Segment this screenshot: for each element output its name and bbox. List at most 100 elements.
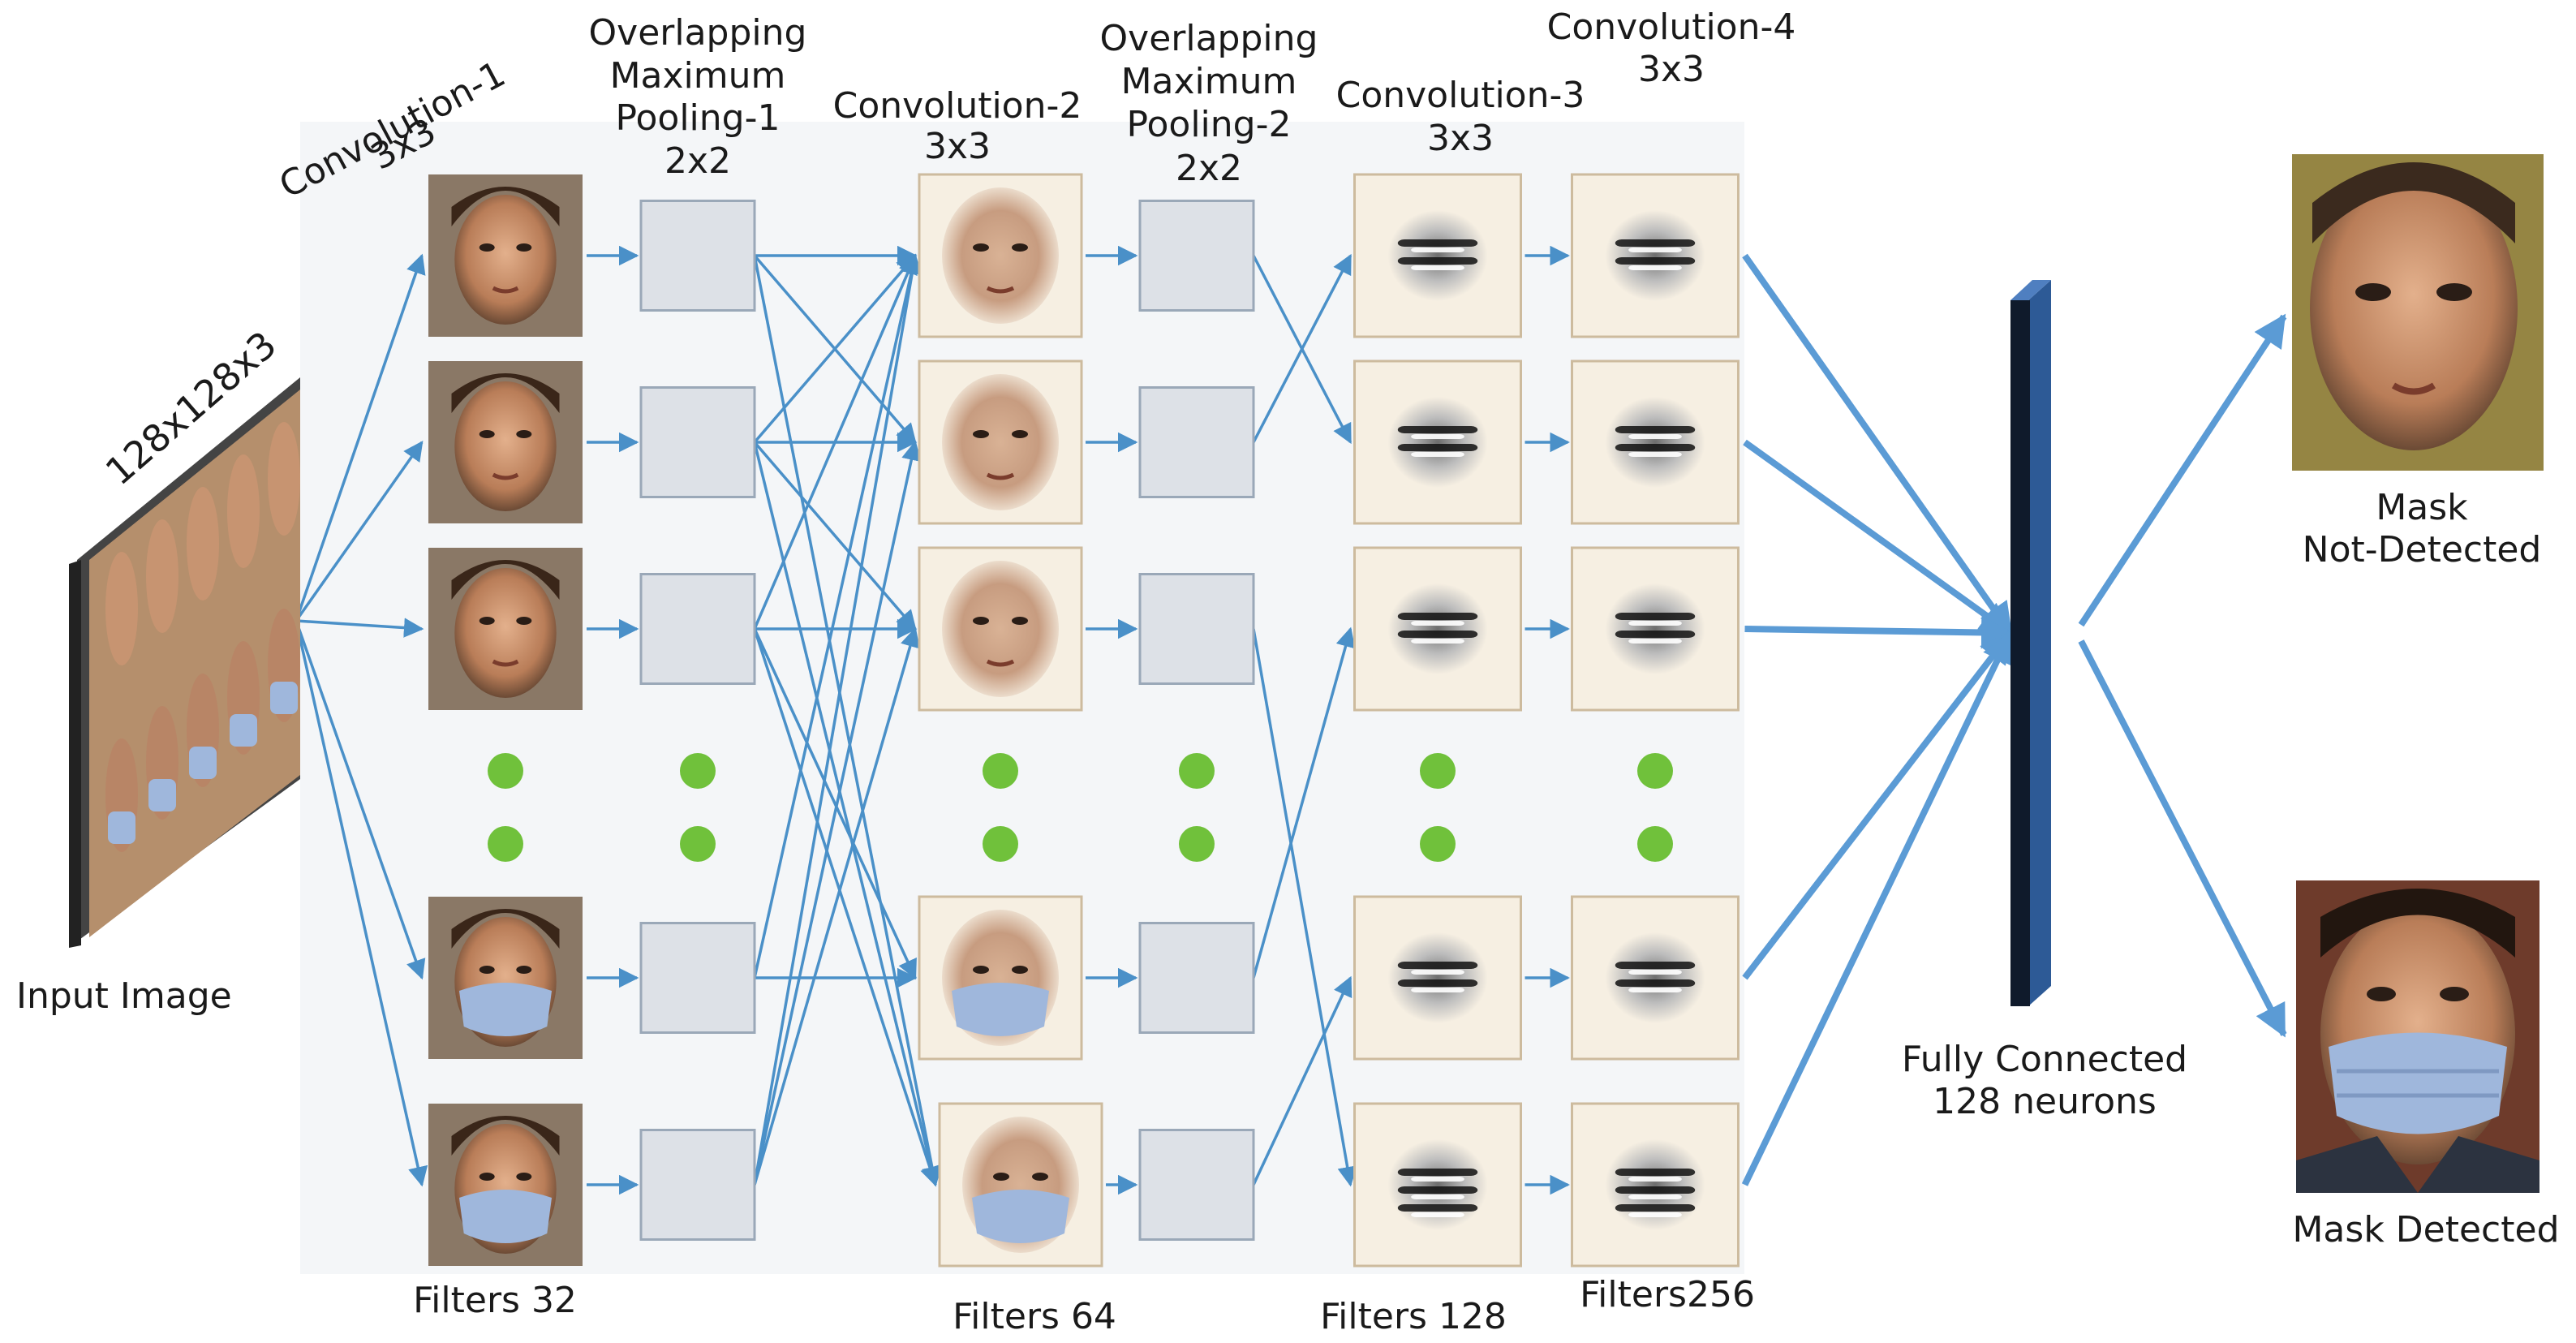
pool2-title-line1: Overlapping xyxy=(1100,18,1318,59)
input-thumb-4-0 xyxy=(268,422,300,536)
layer-nodes xyxy=(428,173,1740,1268)
c4-node-4 xyxy=(1571,895,1740,1061)
c2-node-1 xyxy=(918,173,1083,338)
c1-node-5 xyxy=(428,1104,583,1266)
arrow-fc-mask xyxy=(2078,639,2287,1038)
conv1-filters-label: Filters 32 xyxy=(413,1280,577,1321)
arrow-c4-fc-2 xyxy=(1743,439,2014,636)
c1-node-1 xyxy=(428,174,583,337)
arrow-input-c1-1 xyxy=(295,253,426,622)
conv3-filters-label: Filters 128 xyxy=(1320,1296,1507,1337)
p2-node-1 xyxy=(1138,200,1255,312)
input-thumb-mask-3 xyxy=(230,714,257,747)
output-no-mask-line1: Mask xyxy=(2376,487,2468,528)
p1-node-2 xyxy=(639,386,756,498)
arrow-p1-c2-5 xyxy=(753,253,918,630)
arrow-p2-c3-5 xyxy=(1252,975,1353,1186)
conv4-filters-label: Filters256 xyxy=(1580,1274,1755,1315)
fc-label: Fully Connected 128 neurons xyxy=(1902,1039,2187,1122)
input-thumb-mask-2 xyxy=(189,747,217,779)
pool2-title-line2: Maximum xyxy=(1121,61,1297,102)
conv2-title: Convolution-2 3x3 xyxy=(833,85,1082,167)
input-thumb-1-0 xyxy=(146,519,178,633)
arrow-p1-c2-9 xyxy=(753,440,922,1186)
fc-label-line2: 128 neurons xyxy=(1933,1081,2157,1122)
pool2-title: Overlapping Maximum Pooling-2 2x2 xyxy=(1100,18,1318,189)
pool2-title-line4: 2x2 xyxy=(1176,148,1242,189)
p2-node-4 xyxy=(1138,922,1255,1034)
c1-ellipsis-dot-2 xyxy=(488,826,523,862)
conv2-title-line1: Convolution-2 xyxy=(833,85,1082,127)
pool2-title-line3: Pooling-2 xyxy=(1127,104,1292,145)
conv4-title-line1: Convolution-4 xyxy=(1547,6,1796,48)
c2-ellipsis-dot-1 xyxy=(983,753,1018,789)
arrow-input-c1-3 xyxy=(295,618,424,638)
arrow-p1-c2-12 xyxy=(753,628,917,980)
c4-ellipsis-dot-1 xyxy=(1637,753,1673,789)
input-thumb-2-0 xyxy=(187,487,219,600)
conv2-filters-label: Filters 64 xyxy=(953,1296,1116,1337)
input-thumb-mask-1 xyxy=(148,779,176,811)
c3-ellipsis-dot-1 xyxy=(1420,753,1456,789)
input-image-label: Input Image xyxy=(16,975,232,1017)
connection-arrows xyxy=(295,245,2287,1195)
c2-node-3 xyxy=(918,546,1083,712)
c3-node-3 xyxy=(1353,546,1522,712)
output-mask-label: Mask Detected xyxy=(2292,1209,2559,1250)
conv4-title: Convolution-4 3x3 xyxy=(1547,6,1796,90)
p1-ellipsis-dot-1 xyxy=(680,753,716,789)
p1-node-5 xyxy=(639,1129,756,1241)
c4-node-5 xyxy=(1571,1102,1740,1268)
conv2-title-line2: 3x3 xyxy=(924,126,991,167)
c1-ellipsis-dot-1 xyxy=(488,753,523,789)
arrow-p1-c2-15 xyxy=(753,628,940,1187)
arrow-c4-fc-5 xyxy=(1741,630,2014,1186)
arrow-p1-c2-10 xyxy=(753,626,920,1186)
p2-ellipsis-dot-2 xyxy=(1179,826,1215,862)
c3-node-5 xyxy=(1353,1102,1522,1268)
conv4-title-line2: 3x3 xyxy=(1638,49,1705,90)
pool1-title: Overlapping Maximum Pooling-1 2x2 xyxy=(589,12,807,182)
arrow-p2-c3-4 xyxy=(1252,626,1356,979)
c1-node-3 xyxy=(428,548,583,710)
c4-ellipsis-dot-2 xyxy=(1637,826,1673,862)
output-no-mask-label: Mask Not-Detected xyxy=(2303,487,2542,570)
p1-node-1 xyxy=(639,200,756,312)
arrow-input-c1-4 xyxy=(295,620,426,980)
pool1-title-line4: 2x2 xyxy=(664,140,731,182)
arrow-p1-c2-3 xyxy=(753,254,917,444)
p1-node-4 xyxy=(639,922,756,1034)
fully-connected-layer xyxy=(2010,280,2051,1006)
p2-node-3 xyxy=(1138,573,1255,685)
p1-ellipsis-dot-2 xyxy=(680,826,716,862)
conv3-title: Convolution-3 3x3 xyxy=(1336,75,1585,159)
arrow-c4-fc-3 xyxy=(1744,616,2014,649)
arrow-p2-c3-3 xyxy=(1252,628,1357,1187)
conv3-title-line1: Convolution-3 xyxy=(1336,75,1585,116)
arrow-p1-c2-16 xyxy=(753,253,922,1186)
arrow-p1-c2-7 xyxy=(753,253,922,979)
c3-node-1 xyxy=(1353,173,1522,338)
arrow-p1-c2-11 xyxy=(753,441,917,631)
c4-node-2 xyxy=(1571,359,1740,525)
fc-label-line1: Fully Connected xyxy=(1902,1039,2187,1080)
conv3-title-line2: 3x3 xyxy=(1427,118,1494,159)
c2-node-2 xyxy=(918,359,1083,525)
arrow-p1-c2-14 xyxy=(753,441,941,1187)
input-thumb-mask-4 xyxy=(270,682,298,714)
arrow-c4-fc-4 xyxy=(1742,630,2014,980)
arrow-c4-fc-1 xyxy=(1742,253,2014,636)
p2-node-2 xyxy=(1138,386,1255,498)
input-thumb-3-0 xyxy=(227,454,260,568)
c3-node-4 xyxy=(1353,895,1522,1061)
fc-bar-front xyxy=(2010,300,2030,1006)
input-thumb-0-0 xyxy=(105,552,138,665)
output-no-mask-line2: Not-Detected xyxy=(2303,529,2542,570)
c3-ellipsis-dot-2 xyxy=(1420,826,1456,862)
c1-node-4 xyxy=(428,897,583,1059)
c2-node-5 xyxy=(938,1102,1103,1268)
pool1-title-line2: Maximum xyxy=(610,55,786,97)
pool1-title-line3: Pooling-1 xyxy=(616,97,781,139)
c1-node-2 xyxy=(428,361,583,523)
c4-node-3 xyxy=(1571,546,1740,712)
